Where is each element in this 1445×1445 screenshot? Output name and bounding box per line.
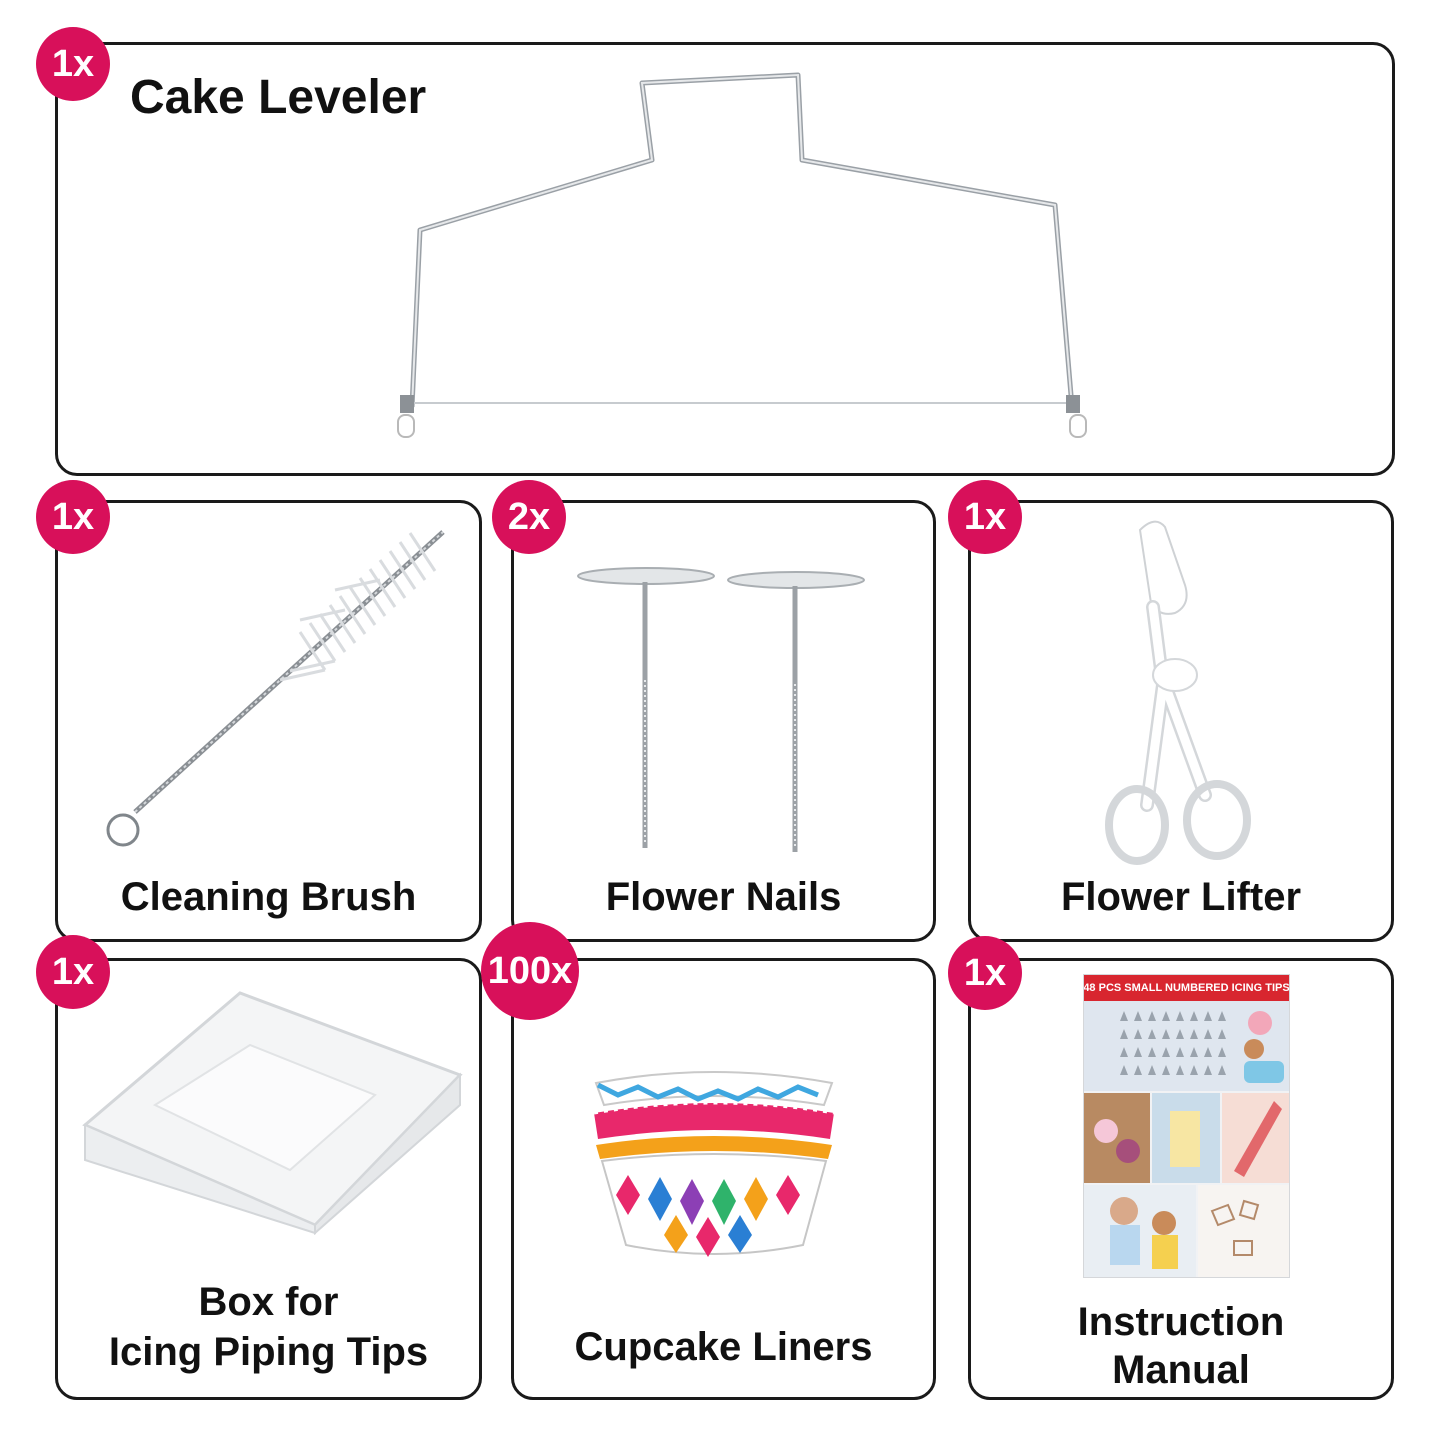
cupcake-liners-qty-badge: 100x <box>481 922 579 1020</box>
cleaning-brush-label: Cleaning Brush <box>120 875 417 919</box>
cleaning-brush-qty-badge: 1x <box>36 480 110 554</box>
flower-lifter-label: Flower Lifter <box>1060 875 1302 919</box>
tip-box-label-line1: Box for <box>198 1280 339 1324</box>
cleaning-brush-image <box>106 530 445 847</box>
manual-cover-title: 48 PCS SMALL NUMBERED ICING TIPS <box>1084 975 1289 1001</box>
instruction-manual-qty-badge: 1x <box>948 936 1022 1010</box>
flower-nails-qty-badge: 2x <box>492 480 566 554</box>
instruction-manual-cover: 48 PCS SMALL NUMBERED ICING TIPS <box>1083 974 1290 1278</box>
flower-lifter-image <box>1105 520 1251 865</box>
manual-cover-illustration <box>1084 1001 1289 1277</box>
tip-box-image <box>82 991 463 1235</box>
cake-leveler-image <box>397 72 1087 438</box>
cupcake-liners-label: Cupcake Liners <box>574 1325 873 1369</box>
flower-lifter-qty-badge: 1x <box>948 480 1022 554</box>
flower-nails-image <box>577 567 865 852</box>
instruction-manual-label-line1: Instruction <box>1077 1300 1285 1344</box>
tip-box-label-line2: Icing Piping Tips <box>108 1330 429 1374</box>
cupcake-liners-image <box>593 1071 835 1257</box>
cake-leveler-label: Cake Leveler <box>130 71 427 124</box>
instruction-manual-label-line2: Manual <box>1112 1348 1250 1392</box>
tip-box-qty-badge: 1x <box>36 935 110 1009</box>
flower-nails-label: Flower Nails <box>605 875 842 919</box>
card-cleaning-brush <box>55 500 482 942</box>
cake-leveler-qty-badge: 1x <box>36 27 110 101</box>
